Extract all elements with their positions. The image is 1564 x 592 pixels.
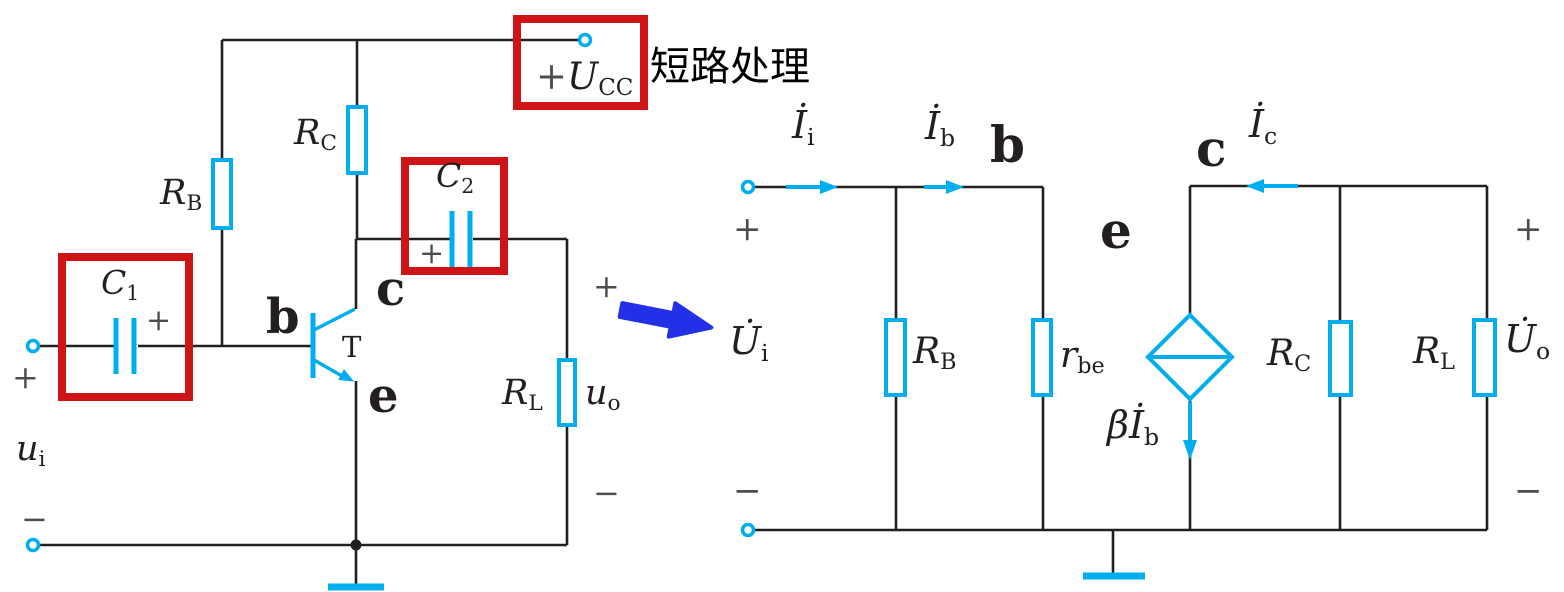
c2-highlight-box: [401, 157, 508, 275]
ii-current-arrowhead: [820, 180, 838, 194]
ui-label: ui: [16, 429, 46, 473]
eq-rl-resistor: [1472, 318, 1497, 397]
base-node-label: b: [266, 289, 300, 345]
input-plus-sign: +: [12, 358, 39, 396]
rc-label: RC: [294, 113, 337, 157]
eq-ui-phasor-label: U̇i: [729, 319, 769, 367]
ucc-label: +UCC: [536, 55, 634, 102]
equivalent-circuit: [740, 179, 1497, 580]
eq-rb-resistor: [884, 318, 907, 397]
c2-capacitor-plates: [449, 211, 473, 267]
emitter-arrowhead: [338, 369, 355, 382]
original-circuit: [25, 15, 648, 591]
c1-polarity-sign: +: [146, 303, 172, 338]
ib-current-arrowhead: [946, 180, 964, 194]
output-minus-sign: −: [593, 474, 620, 512]
input-terminal-bottom: [25, 537, 41, 553]
transform-arrow-icon: [617, 301, 714, 339]
eq-rc-resistor: [1328, 320, 1353, 397]
transistor-collector-lead: [313, 307, 356, 332]
rl-resistor: [557, 358, 577, 427]
transistor-label: T: [342, 330, 362, 364]
input-terminal-top: [25, 338, 41, 354]
ucc-highlight-box: [513, 15, 648, 110]
c1-highlight-box: [58, 253, 193, 401]
source-arrowhead: [1183, 440, 1197, 460]
ib-phasor-label: İb: [925, 104, 956, 152]
uo-label: uo: [585, 373, 621, 417]
eq-collector-node-label: c: [1196, 119, 1227, 178]
c2-label: C2: [436, 156, 475, 198]
input-minus-sign: −: [21, 500, 48, 538]
eq-rc-label: RC: [1267, 333, 1312, 378]
emitter-node-label: e: [368, 368, 399, 424]
eq-input-terminal-bottom: [740, 522, 756, 538]
eq-rl-label: RL: [1413, 331, 1455, 376]
junction-dot: [350, 539, 362, 551]
short-circuit-note: 短路处理: [650, 44, 810, 90]
eq-uo-phasor-label: U̇o: [1504, 317, 1551, 365]
transistor-emitter-lead: [313, 358, 343, 378]
ic-phasor-label: İc: [1249, 102, 1278, 150]
eq-base-node-label: b: [990, 115, 1025, 174]
rb-resistor: [211, 158, 233, 230]
eq-input-terminal-top: [740, 179, 756, 195]
eq-rbe-label: rbe: [1060, 335, 1105, 380]
rl-label: RL: [502, 373, 543, 417]
eq-right-minus-sign: −: [1514, 471, 1543, 511]
rc-resistor: [346, 105, 368, 175]
eq-rbe-resistor: [1031, 318, 1053, 397]
rb-label: RB: [160, 173, 203, 217]
eq-left-minus-sign: −: [733, 471, 762, 511]
eq-right-plus-sign: +: [1514, 209, 1543, 249]
ii-phasor-label: İi: [792, 103, 815, 151]
beta-ib-label: βİb: [1107, 403, 1160, 451]
c1-capacitor-plates: [113, 318, 137, 374]
eq-rb-label: RB: [913, 331, 957, 376]
c2-polarity-sign: +: [419, 236, 445, 271]
collector-node-label: c: [376, 261, 406, 317]
output-plus-sign: +: [593, 267, 620, 305]
c1-label: C1: [101, 263, 140, 305]
supply-terminal: [577, 32, 593, 48]
eq-left-plus-sign: +: [733, 209, 762, 249]
eq-emitter-node-label: e: [1100, 201, 1132, 260]
ic-current-arrowhead: [1246, 179, 1264, 193]
